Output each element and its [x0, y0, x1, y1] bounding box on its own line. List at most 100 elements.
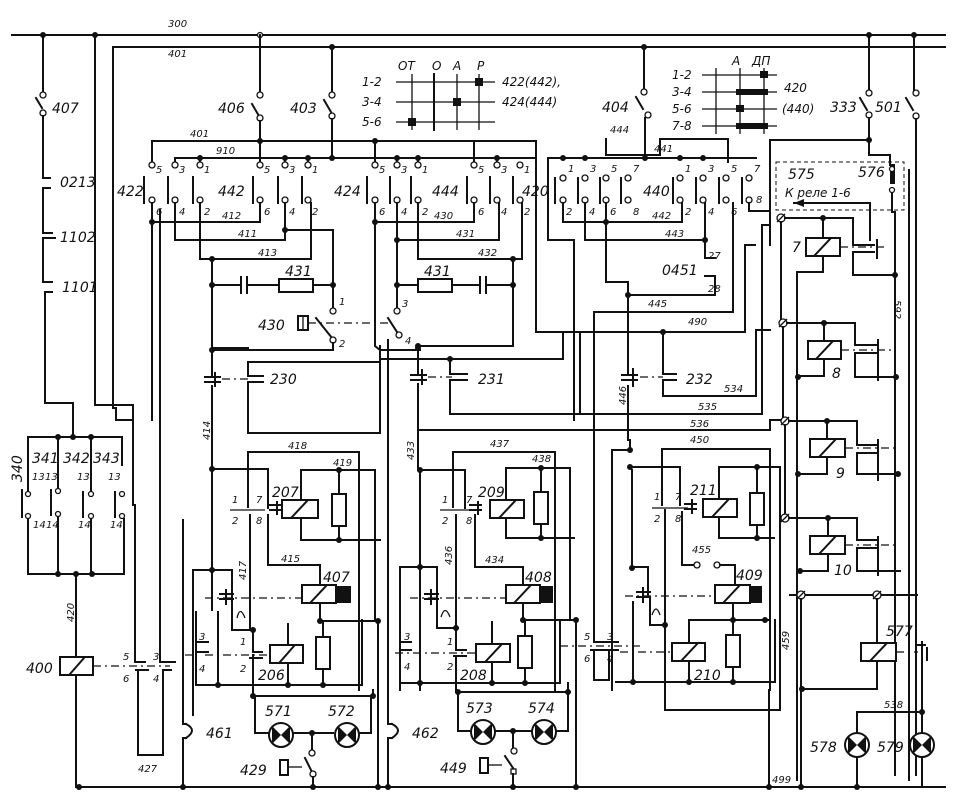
relay-10-label: 10: [834, 563, 852, 579]
wire-414-label: 414: [202, 421, 213, 440]
wire-430-label: 430: [434, 211, 453, 222]
contact-4: 4: [404, 662, 410, 673]
wire-592-label: 592: [891, 300, 902, 319]
wire-437-label: 437: [490, 439, 510, 450]
capacitor-232-label: 232: [686, 372, 713, 388]
button-342-label: 342: [63, 451, 90, 467]
wire-420-label: 420: [66, 603, 77, 622]
capacitor-230: 230: [204, 372, 297, 388]
contact-5: 5: [478, 165, 484, 176]
bus-401: 401: [112, 46, 946, 111]
selector-block-422-442: 401 910 422 442 5 3 1 5 3 1 6: [117, 129, 537, 421]
relay-9: 9: [780, 416, 901, 482]
switch-333-label: 333: [830, 100, 857, 116]
lamp-571-label: 571: [265, 704, 292, 720]
contact-4: 4: [179, 207, 185, 218]
table1-row-1-2: 1-2: [362, 75, 382, 89]
contact-1: 1: [447, 637, 453, 648]
table1-col-A: А: [452, 59, 461, 73]
contact-4: 4: [153, 674, 159, 685]
contact-2: 2: [524, 207, 530, 218]
lamp-circuit-573-574: 573 574: [455, 655, 571, 790]
table1-col-P: Р: [477, 59, 485, 73]
switch-430-label: 430: [258, 318, 285, 334]
relay-power-block: 575 576 К реле 1-6: [775, 161, 905, 776]
terminal-14-label: 14: [78, 520, 91, 531]
plug-461-label: 461: [206, 726, 233, 742]
bus-300-label: 300: [168, 19, 187, 30]
wire-419-label: 419: [333, 458, 352, 469]
relay-211-label: 211: [690, 483, 717, 499]
contact-1: 1: [524, 165, 530, 176]
capacitor-230-label: 230: [270, 372, 297, 388]
table2-col-A: А: [731, 54, 740, 68]
contact-1: 1: [204, 165, 210, 176]
plug-462: 462: [385, 339, 439, 790]
table1-legend-2: 424(444): [502, 95, 557, 109]
relay-209-label: 209: [478, 485, 505, 501]
wire-538-label: 538: [884, 700, 903, 711]
table2-legend-2: (440): [782, 102, 814, 116]
button-449[interactable]: 449: [440, 757, 502, 777]
table2-row-3-4: 3-4: [672, 85, 692, 99]
lamp-circuit-571-572: 571 572: [250, 654, 376, 790]
contact-6: 6: [584, 654, 590, 665]
contact-3: 3: [501, 165, 507, 176]
relay-409-label: 409: [736, 568, 763, 584]
button-429[interactable]: 429: [240, 759, 302, 779]
wire-534-label: 534: [724, 384, 743, 395]
switch-403-label: 403: [290, 101, 317, 117]
contact-8: 8: [466, 516, 472, 527]
contact-6: 6: [379, 207, 385, 218]
contact-1: 1: [685, 164, 691, 175]
wire-445-label: 445: [648, 299, 667, 310]
contact-2: 2: [312, 207, 318, 218]
capacitor-231: 231: [410, 345, 505, 388]
resistor-431-left-label: 431: [285, 264, 312, 280]
contact-5: 5: [156, 165, 162, 176]
contact-2: 2: [566, 207, 572, 218]
contact-7: 7: [754, 164, 761, 175]
contact-6: 6: [478, 207, 484, 218]
wire-455-label: 455: [692, 545, 711, 556]
wire-433-label: 433: [406, 441, 417, 460]
lamp-578: 578: [810, 711, 870, 790]
capacitor-231-label: 231: [478, 372, 505, 388]
contact-2: 2: [204, 207, 210, 218]
relay-208-label: 208: [460, 668, 487, 684]
relay-408-label: 408: [525, 570, 552, 586]
contact-2: 2: [422, 207, 428, 218]
fuse-576-label: 576: [858, 165, 885, 181]
contact-5: 5: [731, 164, 737, 175]
wire-431-label: 431: [456, 229, 475, 240]
wire-427-label: 427: [138, 764, 158, 775]
contact-1101-label: 1101: [62, 280, 98, 296]
lamp-578-label: 578: [810, 740, 837, 756]
lamp-579: 579: [877, 711, 935, 788]
contact-3: 3: [402, 299, 408, 310]
contact-4: 4: [401, 207, 407, 218]
table1-row-5-6: 5-6: [362, 115, 382, 129]
contact-4: 4: [708, 207, 714, 218]
contact-3: 3: [289, 165, 295, 176]
relay-400: 400: [26, 656, 94, 677]
switch-430[interactable]: 430: [258, 315, 390, 334]
wire-499-label: 499: [772, 775, 791, 786]
table1-col-O: О: [432, 59, 441, 73]
button-429-label: 429: [240, 763, 267, 779]
contact-2: 2: [240, 664, 246, 675]
wire-459-label: 459: [781, 631, 792, 650]
contact-4: 4: [199, 664, 205, 675]
wire-418-label: 418: [288, 441, 307, 452]
button-340-label: 340: [10, 455, 26, 482]
contact-2: 2: [685, 207, 691, 218]
relay-577: 577: [801, 598, 928, 690]
lamp-571: 571: [265, 704, 294, 748]
plug-461: 461: [180, 519, 233, 790]
contact-3: 3: [153, 652, 159, 663]
contact-5: 5: [611, 164, 617, 175]
contact-1: 1: [240, 637, 246, 648]
table2-row-5-6: 5-6: [672, 102, 692, 116]
contact-3: 3: [199, 632, 205, 643]
bus-401-label: 401: [168, 49, 187, 60]
